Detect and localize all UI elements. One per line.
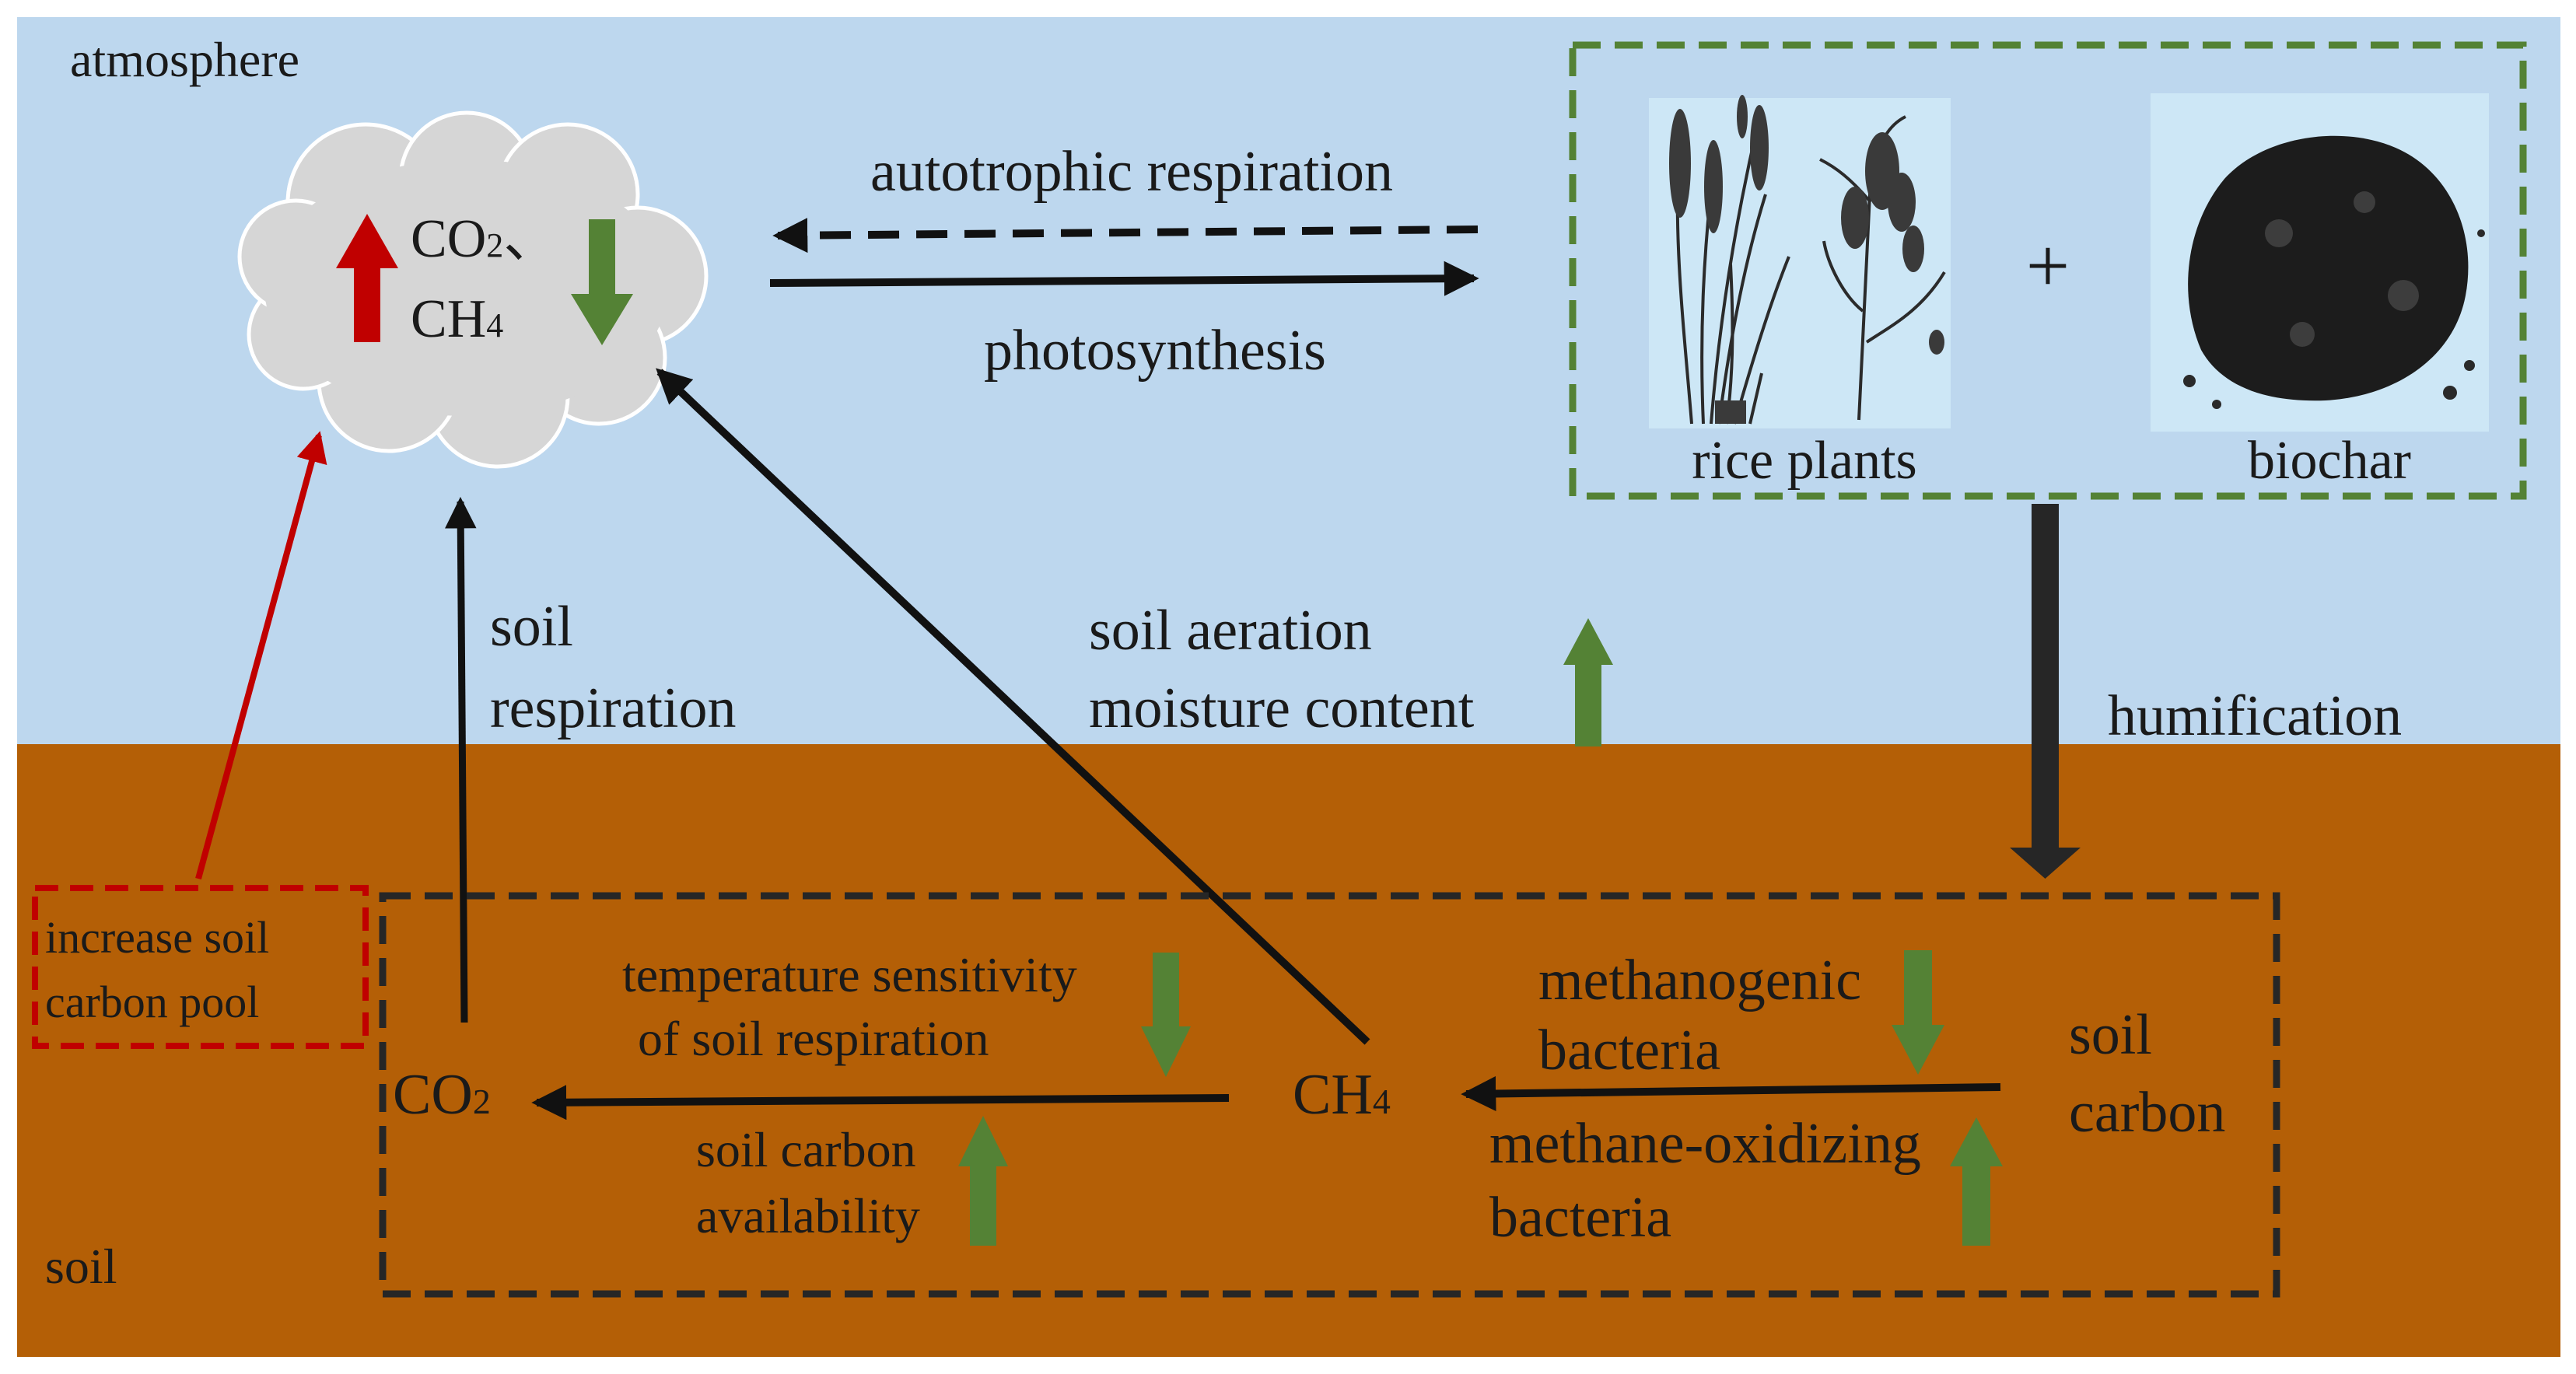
moisture-content-label: moisture content xyxy=(1089,677,1475,740)
soil-carbon-to-ch4-arrow xyxy=(1461,1076,2001,1111)
atmosphere-gas-cloud: CO2、 CH4 xyxy=(237,110,709,469)
up-arrow-icon xyxy=(1950,1117,2003,1246)
methane-oxidizing-label-line2: bacteria xyxy=(1489,1186,1671,1250)
soil-respiration-arrow xyxy=(445,496,477,1023)
photosynthesis-label: photosynthesis xyxy=(984,319,1326,383)
methane-oxidizing-label-line1: methane-oxidizing xyxy=(1489,1112,1921,1176)
atmosphere-label: atmosphere xyxy=(70,32,299,87)
subscript-2: 2 xyxy=(473,1082,491,1121)
increase-carbon-pool-label-line2: carbon pool xyxy=(45,977,259,1027)
carbon-availability-label-line1: soil carbon xyxy=(696,1122,916,1177)
rice-plants-illustration xyxy=(1649,95,1951,428)
up-arrow-icon xyxy=(958,1116,1008,1246)
soil-respiration-label-line1: soil xyxy=(490,595,573,659)
soil-aeration-label: soil aeration xyxy=(1089,599,1372,663)
carbon-pool-arrow xyxy=(195,431,327,880)
increase-carbon-pool-box xyxy=(32,885,369,1049)
cloud-co2-label: CO2、 xyxy=(411,209,558,269)
ch4-to-co2-arrow xyxy=(531,1085,1230,1121)
soil-process-box xyxy=(379,892,2280,1298)
cloud-ch4-label: CH4 xyxy=(411,289,503,349)
up-arrow-icon xyxy=(336,214,398,342)
carbon-availability-label-line2: availability xyxy=(696,1188,920,1243)
down-arrow-icon xyxy=(571,219,633,345)
biochar-pile-image xyxy=(2151,93,2489,432)
humification-arrow xyxy=(2010,504,2081,879)
autotrophic-respiration-arrow xyxy=(772,218,1479,253)
separator: 、 xyxy=(503,209,558,269)
methanogenic-bacteria-label-line2: bacteria xyxy=(1538,1019,1720,1082)
up-arrow-icon xyxy=(1563,618,1613,746)
photosynthesis-arrow xyxy=(769,260,1479,296)
down-arrow-icon xyxy=(1141,953,1191,1077)
soil-zone-label: soil xyxy=(45,1239,117,1294)
soil-ch4-node: CH4 xyxy=(1293,1063,1391,1127)
subscript-2: 2 xyxy=(486,226,503,264)
soil-co2-node: CO2 xyxy=(393,1063,491,1127)
soil-zone xyxy=(17,744,2560,1357)
increase-carbon-pool-label-line1: increase soil xyxy=(45,912,269,963)
plant-biochar-box xyxy=(1569,41,2527,500)
soil-carbon-label-line2: carbon xyxy=(2069,1081,2225,1145)
methanogenic-bacteria-label-line1: methanogenic xyxy=(1538,949,1861,1012)
temperature-sensitivity-label-line1: temperature sensitivity xyxy=(622,947,1077,1002)
down-arrow-icon xyxy=(1892,950,1944,1075)
plus-sign: + xyxy=(2026,222,2070,309)
ch4-emission-arrow xyxy=(656,368,1370,1045)
soil-carbon-label-line1: soil xyxy=(2069,1003,2152,1067)
autotrophic-respiration-label: autotrophic respiration xyxy=(870,140,1393,204)
soil-respiration-label-line2: respiration xyxy=(490,677,736,740)
temperature-sensitivity-label-line2: of soil respiration xyxy=(638,1011,989,1066)
subscript-4: 4 xyxy=(1373,1082,1391,1121)
biochar-label: biochar xyxy=(2248,431,2411,491)
subscript-4: 4 xyxy=(486,306,503,344)
humification-label: humification xyxy=(2108,684,2402,748)
rice-plants-label: rice plants xyxy=(1692,431,1917,491)
